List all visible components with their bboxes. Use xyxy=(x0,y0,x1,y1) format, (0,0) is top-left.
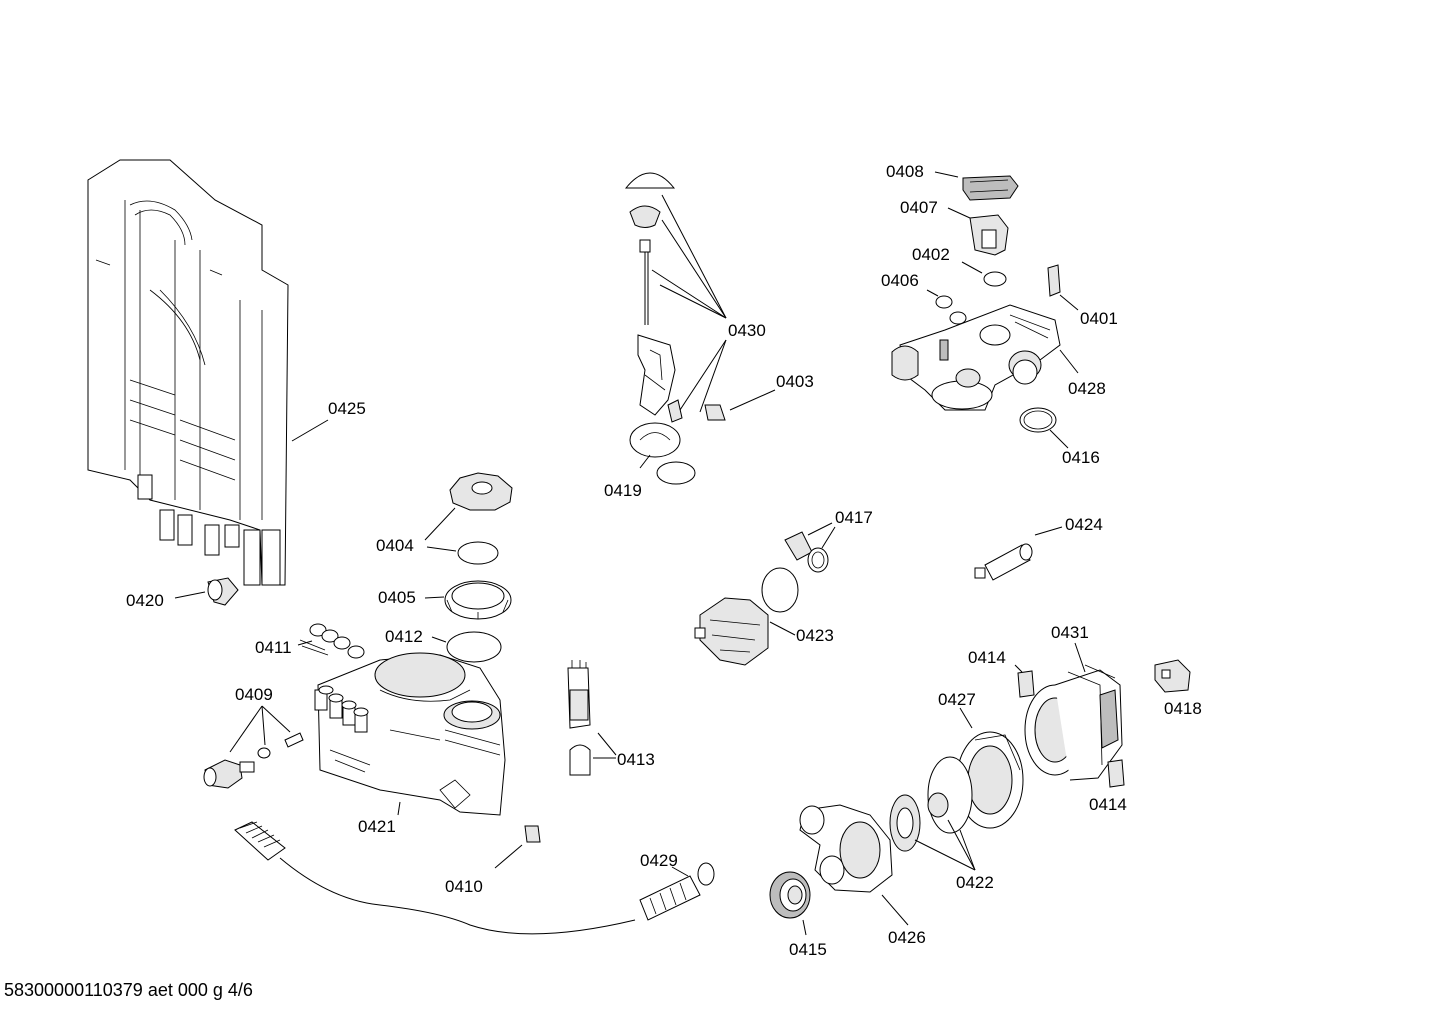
cover-cap-part[interactable] xyxy=(962,175,1019,201)
clip-part[interactable] xyxy=(704,404,726,421)
adapter-fitting-part[interactable] xyxy=(784,531,829,573)
seal-ring-part[interactable] xyxy=(457,541,499,565)
label-0421: 0421 xyxy=(358,817,396,836)
label-0419: 0419 xyxy=(604,481,642,500)
label-0411: 0411 xyxy=(255,638,292,657)
sump-housing-part[interactable] xyxy=(314,652,506,816)
label-0422: 0422 xyxy=(956,873,994,892)
label-0405: 0405 xyxy=(378,588,416,607)
shaft-seal-part[interactable] xyxy=(769,871,811,919)
gasket-part[interactable] xyxy=(446,631,502,663)
o-ring-a[interactable] xyxy=(935,295,953,309)
label-0414-a: 0414 xyxy=(968,648,1006,667)
hose-clamp-part[interactable] xyxy=(1019,407,1057,433)
label-0423: 0423 xyxy=(796,626,834,645)
label-0414-b: 0414 xyxy=(1089,795,1127,814)
valve-part[interactable] xyxy=(203,732,304,789)
o-ring-small[interactable] xyxy=(983,271,1007,287)
water-switch-part[interactable] xyxy=(891,304,1061,411)
label-0416: 0416 xyxy=(1062,448,1100,467)
heater-unit-part[interactable] xyxy=(694,597,769,666)
label-0403: 0403 xyxy=(776,372,814,391)
salt-cap-part[interactable] xyxy=(449,472,513,511)
label-0404: 0404 xyxy=(376,536,414,555)
circulation-pump-part[interactable] xyxy=(799,804,893,893)
label-0402: 0402 xyxy=(912,245,950,264)
motor-clip-b[interactable] xyxy=(1107,759,1125,788)
threaded-ring-part[interactable] xyxy=(444,580,512,620)
label-0418: 0418 xyxy=(1164,699,1202,718)
label-0426: 0426 xyxy=(888,928,926,947)
document-code: 58300000110379 aet 000 g 4/6 xyxy=(4,980,253,1000)
label-0424: 0424 xyxy=(1065,515,1103,534)
label-0412: 0412 xyxy=(385,627,423,646)
label-0410: 0410 xyxy=(445,877,483,896)
label-0430: 0430 xyxy=(728,321,766,340)
impeller-seal-set[interactable] xyxy=(889,756,973,852)
ring-set-part[interactable] xyxy=(299,623,365,659)
motor-clip-a[interactable] xyxy=(1017,670,1035,698)
label-0406: 0406 xyxy=(881,271,919,290)
label-0427: 0427 xyxy=(938,690,976,709)
label-0420: 0420 xyxy=(126,591,164,610)
label-0417: 0417 xyxy=(835,508,873,527)
label-0415: 0415 xyxy=(789,940,827,959)
label-0408: 0408 xyxy=(886,162,924,181)
label-0431: 0431 xyxy=(1051,623,1089,642)
label-0407: 0407 xyxy=(900,198,938,217)
salt-lid-part[interactable] xyxy=(624,172,683,423)
pump-volute-part[interactable] xyxy=(956,731,1024,829)
label-0401: 0401 xyxy=(1080,309,1118,328)
cartridge-part[interactable] xyxy=(974,543,1033,581)
large-o-ring-part[interactable] xyxy=(761,567,799,613)
drain-hose-part[interactable] xyxy=(234,821,715,935)
terminal-block-part[interactable] xyxy=(1154,659,1191,693)
disc-part[interactable] xyxy=(629,422,696,485)
label-0413: 0413 xyxy=(617,750,655,769)
label-0409: 0409 xyxy=(235,685,273,704)
label-0429: 0429 xyxy=(640,851,678,870)
o-ring-b[interactable] xyxy=(949,311,967,325)
pump-motor-part[interactable] xyxy=(1024,664,1123,781)
water-tank-part[interactable] xyxy=(87,159,289,586)
label-0425: 0425 xyxy=(328,399,366,418)
connector-part[interactable] xyxy=(969,214,1009,256)
small-plate-part[interactable] xyxy=(524,825,541,843)
label-0428: 0428 xyxy=(1068,379,1106,398)
float-sensor-part[interactable] xyxy=(567,660,591,776)
retaining-clip-part[interactable] xyxy=(1047,264,1061,297)
hose-fitting-part[interactable] xyxy=(207,577,239,606)
